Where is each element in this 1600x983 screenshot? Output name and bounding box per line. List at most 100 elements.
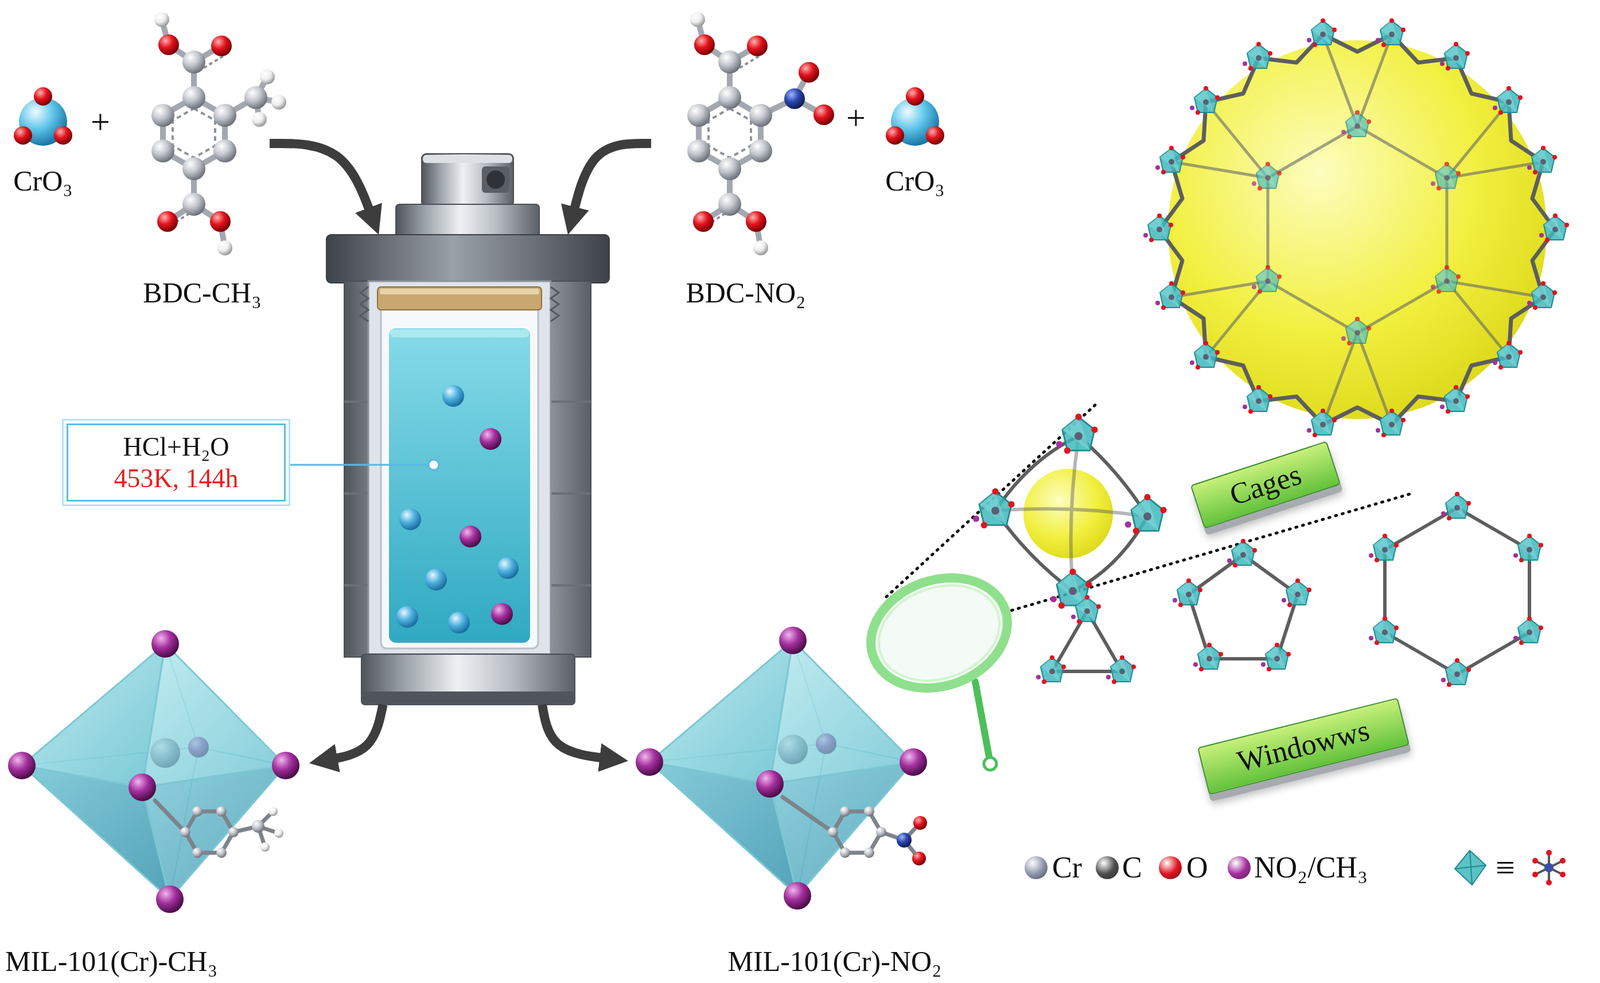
bdc-ch3-molecule [151,139,175,163]
legend-swatch [1158,855,1182,879]
window-rings [1071,594,1101,624]
window-rings [1106,655,1136,684]
legend-text: NO₂/CH₃ [1254,850,1368,884]
small-cage-structure [1124,493,1167,535]
octahedron-illustration [832,811,882,853]
leader-line [287,459,439,470]
condition-text: HCl+H₂O [84,430,268,463]
window-rings [1036,655,1066,684]
autoclave-illustration [396,384,519,634]
plate-label: Windowws [1233,711,1374,780]
octahedron-illustration [151,629,179,658]
window-rings [1441,658,1471,687]
bdc-no2-molecule [687,103,711,127]
cage-structure [1143,213,1174,243]
legend-cluster-symbol [1544,862,1554,872]
reaction-arrow [542,704,611,759]
cage-structure [1251,161,1282,191]
legend-cluster-symbol [1532,849,1566,886]
bdc-ch3-molecule [151,50,268,216]
bdc-ch3-molecule [213,139,237,163]
autoclave-illustration [486,170,505,189]
legend-cluster-symbol [1559,871,1566,878]
octahedron-illustration [185,811,234,853]
legend-swatch [1227,855,1251,879]
cage-structure [1341,316,1372,346]
cage-structure [1251,265,1282,294]
window-rings [1384,507,1530,675]
autoclave-illustration [459,427,513,625]
legend-text: Cr [1052,850,1082,884]
window-rings [1193,642,1224,672]
octahedron-illustration [635,748,664,776]
window-rings [1260,642,1291,672]
octahedron-illustration [756,769,784,798]
autoclave-illustration [481,166,510,193]
cro3-molecule [33,87,53,106]
octahedron-illustration [216,806,227,817]
octahedron-illustration [21,643,286,899]
legend-swatch [1095,855,1119,879]
magnifier [855,559,1023,707]
bdc-ch3-molecule [251,111,267,127]
bdc-no2-molecule [708,108,751,158]
octahedron-illustration [260,806,284,852]
legend-text: O [1186,850,1209,884]
autoclave-illustration [421,153,514,207]
octahedron-illustration [896,832,912,848]
legend-cluster-symbol [1546,879,1552,886]
bdc-no2-molecule [693,34,835,232]
cage-structure [1527,145,1557,175]
autoclave-illustration [459,525,482,548]
autoclave-illustration [368,281,551,654]
leader-line [287,464,428,466]
octahedron-illustration [192,847,203,858]
bdc-ch3-molecule [182,50,206,74]
octahedron-illustration [769,761,914,896]
cage-structure [1189,86,1220,115]
bdc-ch3-molecule [157,34,232,232]
cage-structure [1439,384,1470,414]
reaction-arrow [571,143,652,218]
cage-structure [1439,41,1470,71]
octahedron-illustration [839,847,851,858]
bdc-ch3-molecule [182,192,206,216]
bdc-ch3-molecule [154,12,287,256]
octahedron-illustration [779,626,807,654]
bdc-no2-molecule [718,157,742,181]
compound-label: BDC-CH₃ [142,275,262,310]
legend-octahedron-symbol [1454,850,1486,885]
magnifier [975,681,990,757]
cage-structure [1492,340,1523,370]
legend-cluster-symbol [1546,849,1552,856]
window-rings [1188,554,1298,659]
magnifier [983,757,997,770]
bdc-no2-molecule [690,12,706,27]
bdc-no2-molecule [749,139,773,163]
autoclave-illustration [491,602,513,625]
bdc-no2-molecule [718,50,742,74]
condition-box: HCl+H₂O453K, 144h [66,423,286,502]
octahedron-illustration [216,847,227,858]
equivalence-sign: ≡ [1495,848,1516,887]
window-rings [1052,507,1530,675]
legend-octahedron-symbol [1454,850,1486,885]
cage-structure [1306,18,1337,48]
bdc-ch3-molecule [217,240,233,256]
linker-node: BDC-NO₂ [651,0,841,310]
bdc-ch3-molecule [154,12,170,27]
bdc-no2-molecule [718,86,742,109]
autoclave-illustration [326,153,610,705]
leader-line [428,459,439,470]
octahedron-illustration [274,828,284,838]
plate-label: Cages [1225,456,1306,514]
condition-text: 453K, 144h [84,462,268,494]
window-rings [1441,491,1471,521]
octahedron-illustration [782,796,921,859]
autoclave-illustration [361,653,575,705]
octahedron-illustration [180,826,191,838]
bdc-ch3-molecule [244,86,268,109]
autoclave-illustration [479,427,502,450]
reagent-node: CrO₃ [2,86,84,198]
cage-structure [1171,34,1544,425]
